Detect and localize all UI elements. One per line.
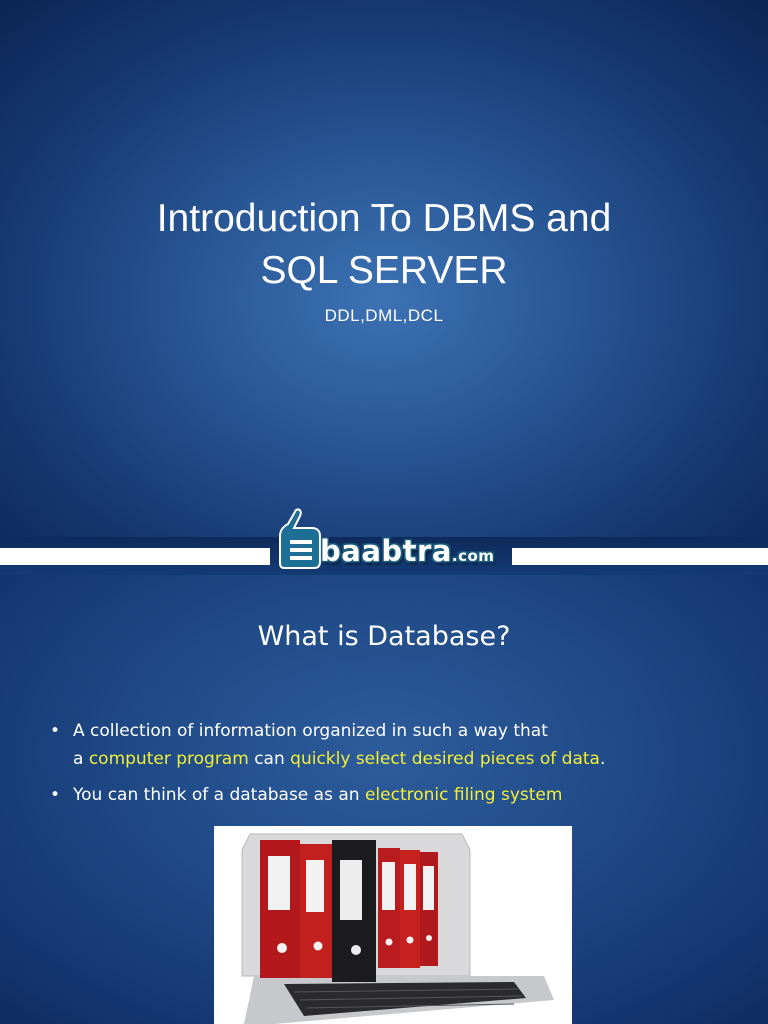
slide-title: Introduction To DBMS and SQL SERVER — [0, 193, 768, 297]
baabtra-logo-icon — [279, 508, 321, 569]
bullet-text: . — [599, 749, 606, 769]
divider-line-left — [0, 548, 270, 565]
bullet-highlight: quickly select desired pieces of data — [290, 749, 600, 769]
slide-title-line-1: Introduction To DBMS and — [156, 197, 612, 240]
baabtra-logo: baabtra.com — [278, 506, 510, 576]
bullet-text: can — [248, 749, 291, 769]
content-slide: What is Database? A collection of inform… — [0, 575, 768, 1024]
bullet-text: You can think of a database as an — [73, 785, 365, 805]
bullet-text: a — [73, 749, 89, 769]
slide-subtitle: DDL,DML,DCL — [324, 306, 444, 325]
binders-on-laptop-image — [214, 826, 572, 1024]
bullet-list: A collection of information organized in… — [46, 717, 746, 817]
content-slide-title: What is Database? — [257, 621, 511, 652]
bullet-item: A collection of information organized in… — [46, 717, 746, 773]
logo-suffix: .com — [451, 547, 495, 565]
bullet-highlight: computer program — [88, 749, 249, 769]
bullet-item: You can think of a database as an electr… — [46, 781, 746, 809]
divider-line-right — [512, 548, 768, 565]
slide-title-line-2: SQL SERVER — [260, 249, 508, 292]
bullet-highlight: electronic filing system — [364, 785, 563, 805]
logo-name: baabtra — [320, 534, 452, 568]
title-slide: Introduction To DBMS and SQL SERVER DDL,… — [0, 0, 768, 545]
bullet-text: A collection of information organized in… — [73, 721, 548, 741]
logo-wordmark: baabtra.com — [320, 534, 494, 568]
